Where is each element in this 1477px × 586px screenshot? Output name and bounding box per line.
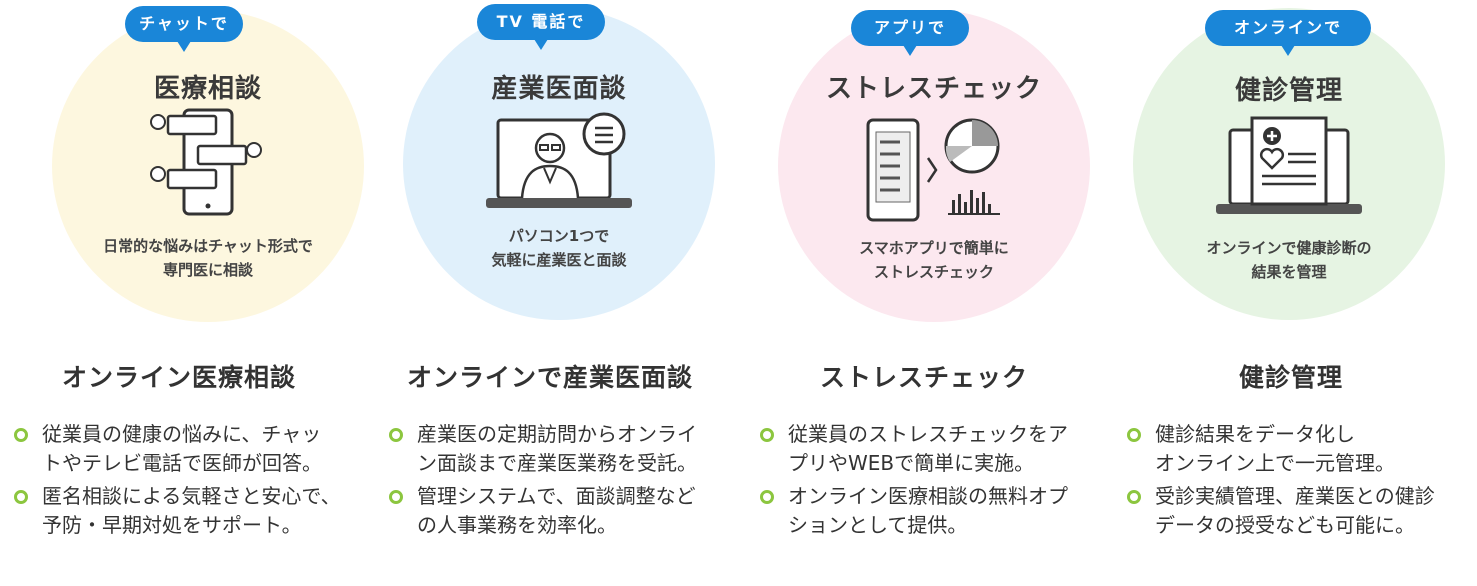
- service-circle: 健診管理 オンラインで健康診断の 結果を管理: [1133, 8, 1445, 320]
- list-item-text: 匿名相談による気軽さと安心で、 予防・早期対処をサポート。: [42, 484, 341, 537]
- list-item-text: オンライン医療相談の無料オプ ションとして提供。: [788, 484, 1068, 537]
- service-badge: チャットで: [125, 6, 243, 52]
- list-item: 健診結果をデータ化し オンライン上で一元管理。: [1127, 420, 1477, 478]
- list-item: 従業員の健康の悩みに、チャッ トやテレビ電話で医師が回答。: [14, 420, 364, 478]
- bullet-icon: [760, 428, 774, 442]
- desc-line: ストレスチェック: [873, 263, 994, 281]
- bullet-icon: [760, 490, 774, 504]
- section-title: ストレスチェック: [820, 363, 1029, 392]
- service-column-medical-consultation: 医療相談 日常的な悩みはチャット形式で 専門医に相談 チャットで オンライン医療…: [0, 0, 369, 586]
- desc-line: 専門医に相談: [162, 261, 253, 279]
- circle-title: ストレスチェック: [825, 74, 1042, 104]
- list-item-text: 健診結果をデータ化し オンライン上で一元管理。: [1155, 422, 1395, 475]
- bullet-icon: [389, 428, 403, 442]
- bullet-list: 健診結果をデータ化し オンライン上で一元管理。 受診実績管理、産業医との健診 デ…: [1127, 420, 1477, 544]
- list-item: 従業員のストレスチェックをア プリやWEBで簡単に実施。: [760, 420, 1105, 478]
- bullet-icon: [1127, 490, 1141, 504]
- list-item-text: 受診実績管理、産業医との健診 データの授受なども可能に。: [1155, 484, 1435, 537]
- list-item: 管理システムで、面談調整など の人事業務を効率化。: [389, 482, 734, 540]
- list-item-text: 従業員の健康の悩みに、チャッ トやテレビ電話で医師が回答。: [42, 422, 322, 475]
- bullet-icon: [389, 490, 403, 504]
- service-badge: オンラインで: [1205, 10, 1371, 56]
- circle-title: 医療相談: [153, 74, 262, 104]
- list-item-text: 産業医の定期訪問からオンライ ン面談まで産業医業務を受託。: [417, 422, 697, 475]
- service-circle: 医療相談 日常的な悩みはチャット形式で 専門医に相談: [52, 10, 364, 322]
- desc-line: スマホアプリで簡単に: [859, 239, 1009, 257]
- service-column-industrial-doctor-interview: 産業医面談 パソコン1つで 気軽に産業医と面談 TV 電話で オンラインで産業医…: [369, 0, 738, 586]
- section-title: オンラインで産業医面談: [407, 363, 694, 392]
- desc-line: 日常的な悩みはチャット形式で: [103, 237, 313, 255]
- circle-description: パソコン1つで 気軽に産業医と面談: [403, 224, 715, 272]
- desc-line: 気軽に産業医と面談: [491, 251, 627, 269]
- circle-description: スマホアプリで簡単に ストレスチェック: [778, 236, 1090, 284]
- app-chart-icon: [778, 118, 1090, 222]
- list-item-text: 従業員のストレスチェックをア プリやWEBで簡単に実施。: [788, 422, 1068, 475]
- service-badge: TV 電話で: [477, 4, 605, 50]
- doctor-laptop-icon: [403, 112, 715, 212]
- desc-line: 結果を管理: [1251, 263, 1327, 281]
- list-item: オンライン医療相談の無料オプ ションとして提供。: [760, 482, 1105, 540]
- service-circle: ストレスチェック: [778, 10, 1090, 322]
- circle-title: 産業医面談: [491, 74, 627, 104]
- list-item: 受診実績管理、産業医との健診 データの授受なども可能に。: [1127, 482, 1477, 540]
- health-report-laptop-icon: [1133, 116, 1445, 220]
- bullet-icon: [14, 490, 28, 504]
- bullet-list: 従業員の健康の悩みに、チャッ トやテレビ電話で医師が回答。 匿名相談による気軽さ…: [14, 420, 364, 544]
- service-badge: アプリで: [851, 10, 969, 56]
- bullet-list: 従業員のストレスチェックをア プリやWEBで簡単に実施。 オンライン医療相談の無…: [760, 420, 1105, 544]
- bullet-icon: [14, 428, 28, 442]
- list-item-text: 管理システムで、面談調整など の人事業務を効率化。: [417, 484, 696, 537]
- chat-phone-icon: [52, 108, 364, 220]
- section-title: 健診管理: [1239, 363, 1344, 392]
- circle-title: 健診管理: [1234, 76, 1343, 106]
- section-title: オンライン医療相談: [62, 363, 297, 392]
- desc-line: オンラインで健康診断の: [1206, 239, 1372, 257]
- circle-description: 日常的な悩みはチャット形式で 専門医に相談: [52, 234, 364, 282]
- circle-description: オンラインで健康診断の 結果を管理: [1133, 236, 1445, 284]
- desc-line: パソコン1つで: [508, 227, 610, 245]
- service-circle: 産業医面談 パソコン1つで 気軽に産業医と面談: [403, 8, 715, 320]
- bullet-icon: [1127, 428, 1141, 442]
- list-item: 産業医の定期訪問からオンライ ン面談まで産業医業務を受託。: [389, 420, 734, 478]
- bullet-list: 産業医の定期訪問からオンライ ン面談まで産業医業務を受託。 管理システムで、面談…: [389, 420, 734, 544]
- service-column-stress-check: ストレスチェック: [738, 0, 1107, 586]
- list-item: 匿名相談による気軽さと安心で、 予防・早期対処をサポート。: [14, 482, 364, 540]
- service-column-health-checkup-management: 健診管理 オンラインで健康診断の 結果を管理 オンラインで 健診管理 健診結果を…: [1107, 0, 1476, 586]
